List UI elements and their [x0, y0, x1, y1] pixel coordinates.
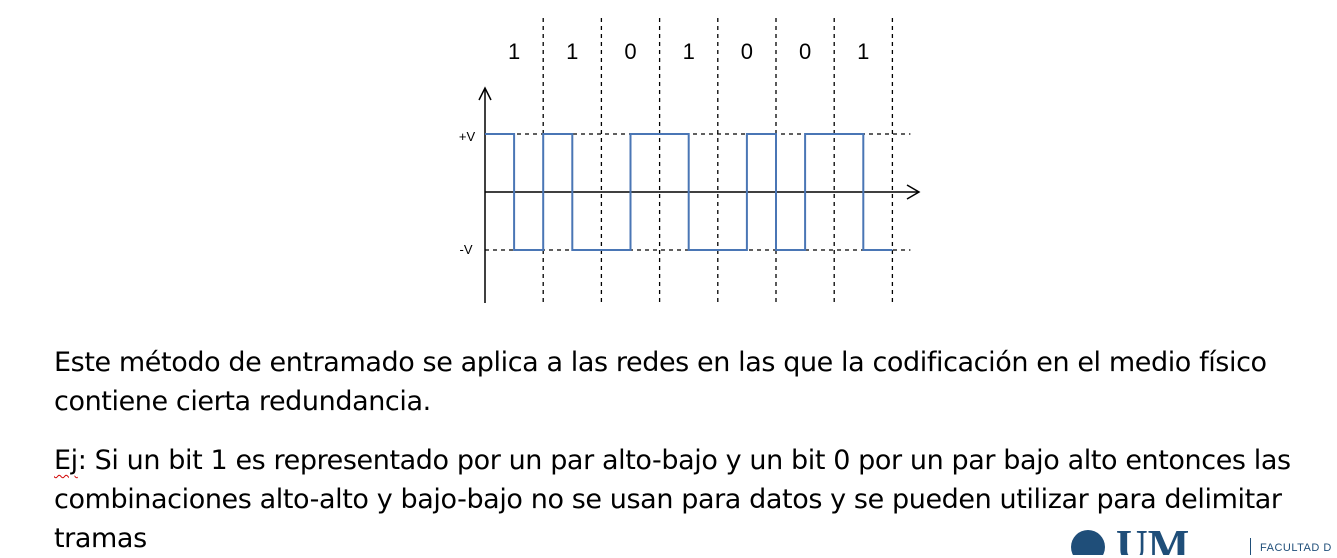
paragraph-example: Ej: Si un bit 1 es representado por un p… [54, 441, 1337, 558]
logo-caption: FACULTAD D [1260, 542, 1332, 554]
manchester-encoding-diagram: +V -V 1 1 0 1 0 0 1 [459, 18, 921, 303]
bit-label: 1 [508, 39, 520, 64]
logo-divider [1250, 538, 1251, 555]
bit-label: 1 [857, 39, 869, 64]
example-prefix: Ej [54, 445, 78, 476]
low-level-label: -V [460, 242, 473, 257]
bit-label: 1 [566, 39, 578, 64]
y-axis-arrowhead [478, 86, 492, 101]
university-seal-icon [1071, 530, 1105, 555]
bit-label: 1 [683, 39, 695, 64]
paragraph-description: Este método de entramado se aplica a las… [54, 347, 1267, 417]
x-axis-arrowhead [906, 184, 921, 200]
example-body: : Si un bit 1 es representado por un par… [54, 445, 1291, 554]
bit-label: 0 [741, 39, 753, 64]
encoded-signal-waveform [485, 133, 893, 251]
bit-label: 0 [624, 39, 636, 64]
bit-label: 0 [799, 39, 811, 64]
high-level-label: +V [459, 129, 476, 144]
university-logo: UM FACULTAD D [1068, 524, 1337, 555]
logo-letters: UM [1116, 524, 1190, 555]
